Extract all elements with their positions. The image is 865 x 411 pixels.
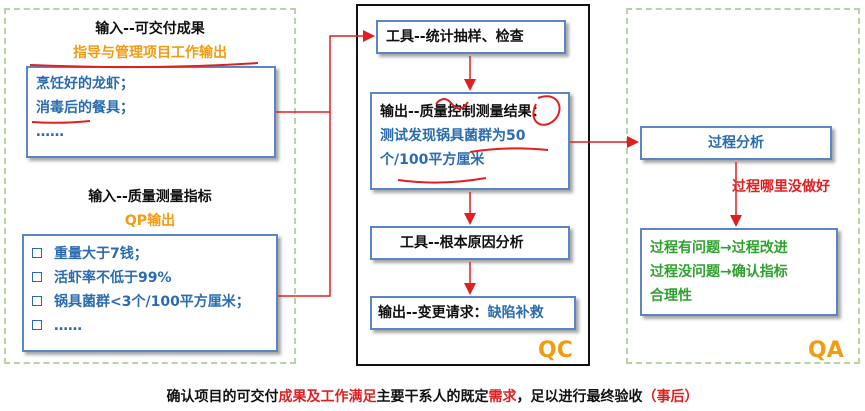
output-line: 个/100平方厘米: [380, 152, 485, 168]
list-item: 烹饪好的龙虾；: [36, 76, 134, 92]
qa-region-frame: [626, 8, 860, 364]
change-request-value: 缺陷补救: [487, 305, 544, 321]
input1-title: 输入--可交付成果: [95, 21, 205, 37]
underline-annotation: [397, 177, 487, 184]
square-bullet-icon: [32, 296, 42, 306]
square-bullet-icon: [32, 272, 42, 282]
list-item-text: 重量大于7钱；: [54, 246, 148, 262]
input2-title: 输入--质量测量指标: [88, 189, 212, 205]
qa-label: QA: [808, 338, 844, 363]
qc-region-frame: [356, 4, 590, 366]
input1-subtitle: 指导与管理项目工作输出: [73, 45, 227, 61]
change-request-label: 输出--变更请求：: [378, 305, 488, 321]
output-line: 测试发现锅具菌群为50: [380, 128, 526, 144]
change-request-box: 输出--变更请求：缺陷补救: [370, 296, 576, 330]
list-item: 消毒后的餐具；: [36, 100, 134, 116]
qa-result-box: 过程有问题→过程改进 过程没问题→确认指标 合理性: [640, 228, 838, 316]
scribble-annotation: [435, 98, 469, 110]
underline-annotation: [469, 147, 549, 153]
footer-highlight: （事后）: [642, 389, 699, 405]
qc-measurement-output-box: 输出--质量控制测量结果： 测试发现锅具菌群为50 个/100平方厘米: [370, 92, 570, 190]
list-item: 活虾率不低于99%: [32, 266, 268, 290]
process-analysis-box: 过程分析: [640, 126, 832, 160]
tool-sampling-box: 工具--统计抽样、检查: [376, 20, 566, 54]
underline-annotation: [31, 120, 91, 124]
qa-result-line: 过程没问题→确认指标: [650, 264, 788, 280]
list-item: 锅具菌群<3个/100平方厘米；: [32, 290, 268, 314]
process-question: 过程哪里没做好: [732, 179, 830, 195]
footer-text: ，足以进行最终验收: [516, 389, 643, 405]
list-item: ……: [32, 314, 268, 338]
footer-summary: 确认项目的可交付成果及工作满足主要干系人的既定需求，足以进行最终验收（事后）: [0, 386, 865, 406]
list-item-text: 锅具菌群<3个/100平方厘米；: [54, 294, 250, 310]
qa-result-line: 合理性: [650, 288, 692, 304]
square-bullet-icon: [32, 320, 42, 330]
deliverables-box: 烹饪好的龙虾； 消毒后的餐具； ……: [26, 66, 276, 158]
arrow-metrics-to-tool: [278, 112, 331, 297]
input-region-frame: [4, 8, 296, 364]
underline-annotation: [29, 62, 259, 69]
input2-subtitle: QP输出: [124, 213, 176, 229]
qc-label: QC: [538, 338, 573, 363]
qa-result-line: 过程有问题→过程改进: [650, 240, 788, 256]
footer-highlight: 需求: [488, 389, 517, 405]
list-item-text: 活虾率不低于99%: [54, 270, 172, 286]
footer-text: 主要干系人的既定: [376, 389, 489, 405]
list-item: 重量大于7钱；: [32, 242, 268, 266]
output-title: 输出--质量控制测量结果：: [380, 104, 546, 120]
list-item-text: ……: [54, 318, 82, 334]
square-bullet-icon: [32, 248, 42, 258]
arrow-deliverables-to-tool: [276, 30, 375, 113]
tool-root-cause-box: 工具--根本原因分析: [370, 226, 570, 260]
footer-text: 确认项目的可交付: [166, 389, 279, 405]
metrics-box: 重量大于7钱； 活虾率不低于99% 锅具菌群<3个/100平方厘米； ……: [22, 234, 278, 352]
list-item: ……: [36, 124, 64, 140]
footer-highlight: 成果及工作满足: [278, 389, 377, 405]
circle-annotation: [532, 95, 561, 126]
